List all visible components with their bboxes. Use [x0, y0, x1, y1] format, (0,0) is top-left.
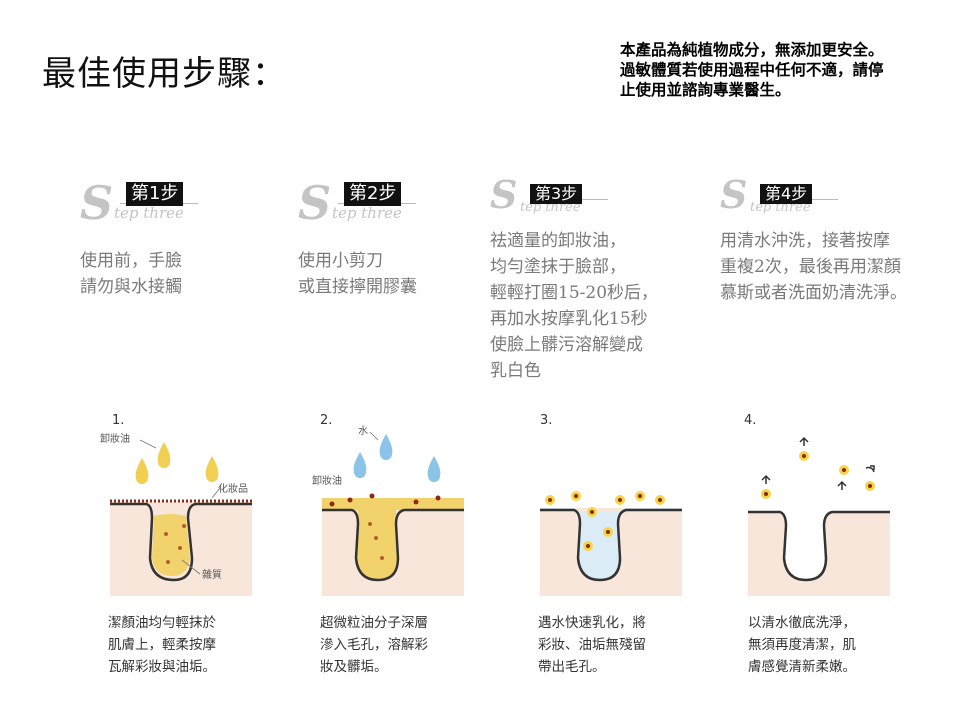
caption-line: 肌膚上，輕柔按摩 — [108, 637, 216, 653]
step-instructions: 使用前，手臉 請勿與水接觸 — [80, 248, 290, 300]
diagram-number: 3. — [540, 413, 552, 428]
oil-drop-icon — [135, 458, 149, 484]
caption-step-2: 超微粒油分子深層 滲入毛孔，溶解彩 妝及髒垢。 — [320, 612, 428, 678]
water-drop-icon — [353, 452, 367, 478]
water-drop-icon — [379, 434, 393, 460]
diagram-step-3: 3. — [530, 408, 710, 598]
caption-line: 滲入毛孔，溶解彩 — [320, 637, 428, 653]
up-arrow-icon — [761, 436, 875, 490]
oil-label: 卸妝油 — [100, 432, 130, 445]
step-1: S tep three 第1步 使用前，手臉 請勿與水接觸 — [80, 176, 290, 300]
step-4: S tep three 第4步 用清水沖洗，接著按摩 重複2次，最後再用潔顏 慕… — [720, 172, 930, 306]
caption-step-4: 以清水徹底洗淨， 無須再度清潔，肌 膚感覺清新柔嫩。 — [748, 612, 856, 678]
caption-step-3: 遇水快速乳化，將 彩妝、油垢無殘留 帶出毛孔。 — [538, 612, 646, 678]
oil-drop-icon — [157, 442, 171, 468]
step-logo-letter: S — [298, 176, 332, 230]
step-3: S tep three 第3步 祛適量的卸妝油， 均勻塗抹于臉部， 輕輕打圈15… — [490, 172, 700, 384]
diagram-step-1: 1. 卸妝油 化妝品 雜質 — [100, 408, 280, 598]
water-drop-icon — [427, 456, 441, 482]
step-instructions: 用清水沖洗，接著按摩 重複2次，最後再用潔顏 慕斯或者洗面奶清洗淨。 — [720, 228, 930, 306]
caption-line: 膚感覺清新柔嫩。 — [748, 659, 856, 675]
caption-line: 帶出毛孔。 — [538, 659, 606, 675]
caption-step-1: 潔顏油均勻輕抹於 肌膚上，輕柔按摩 瓦解彩妝與油垢。 — [108, 612, 216, 678]
caption-line: 妝及髒垢。 — [320, 659, 388, 675]
step-logo-letter: S — [490, 172, 518, 217]
instruction-line: 慕斯或者洗面奶清洗淨。 — [720, 283, 907, 303]
instruction-line: 重複2次，最後再用潔顏 — [720, 257, 901, 277]
instruction-line: 乳白色 — [490, 361, 541, 381]
step-logo-letter: S — [80, 176, 114, 230]
diagram-number: 1. — [112, 413, 124, 428]
caption-line: 以清水徹底洗淨， — [748, 615, 856, 631]
step-badge: 第2步 — [344, 182, 402, 206]
step-logo: S tep three 第3步 — [490, 172, 700, 217]
step-instructions: 祛適量的卸妝油， 均勻塗抹于臉部， 輕輕打圈15-20秒后， 再加水按摩乳化15… — [490, 228, 700, 384]
safety-notice: 本產品為純植物成分，無添加更安全。 過敏體質若使用過程中任何不適，請停 止使用並… — [620, 40, 940, 100]
instruction-line: 均勻塗抹于臉部， — [490, 257, 626, 277]
oil-drop-icon — [205, 456, 219, 482]
instruction-line: 請勿與水接觸 — [80, 277, 182, 297]
instruction-line: 輕輕打圈15-20秒后， — [490, 283, 659, 303]
step-logo: S tep three 第4步 — [720, 172, 930, 217]
step-badge: 第1步 — [126, 182, 184, 206]
instruction-line: 祛適量的卸妝油， — [490, 231, 626, 251]
instruction-line: 使用前，手臉 — [80, 251, 182, 271]
step-logo-letter: S — [720, 172, 748, 217]
step-instructions: 使用小剪刀 或直接擰開膠囊 — [298, 248, 508, 300]
caption-line: 瓦解彩妝與油垢。 — [108, 659, 216, 675]
diagram-step-4: 4. — [738, 408, 918, 598]
diagram-step-2: 2. 水 卸妝油 — [312, 408, 492, 598]
caption-line: 遇水快速乳化，將 — [538, 615, 646, 631]
cosmetic-label: 化妝品 — [218, 482, 248, 495]
caption-line: 超微粒油分子深層 — [320, 615, 428, 631]
caption-line: 彩妝、油垢無殘留 — [538, 637, 646, 653]
instruction-line: 使用小剪刀 — [298, 251, 383, 271]
notice-line: 本產品為純植物成分，無添加更安全。 — [620, 40, 884, 59]
instruction-line: 或直接擰開膠囊 — [298, 277, 417, 297]
step-logo-text: tep three — [332, 204, 402, 222]
step-2: S tep three 第2步 使用小剪刀 或直接擰開膠囊 — [298, 176, 508, 300]
notice-line: 過敏體質若使用過程中任何不適，請停 — [620, 60, 884, 79]
impurity-label: 雜質 — [202, 568, 222, 581]
step-logo: S tep three 第1步 — [80, 176, 290, 230]
step-badge: 第4步 — [760, 184, 813, 204]
step-badge: 第3步 — [530, 184, 583, 204]
caption-line: 潔顏油均勻輕抹於 — [108, 615, 216, 631]
instruction-line: 再加水按摩乳化15秒 — [490, 309, 648, 329]
oil-label: 卸妝油 — [312, 474, 342, 487]
diagram-number: 2. — [320, 413, 332, 428]
emulsion-particles — [545, 491, 665, 551]
caption-line: 無須再度清潔，肌 — [748, 637, 856, 653]
water-label: 水 — [358, 425, 368, 437]
diagram-number: 4. — [744, 413, 756, 428]
notice-line: 止使用並諮詢專業醫生。 — [620, 80, 791, 99]
page-title: 最佳使用步驟： — [42, 54, 287, 94]
instruction-line: 用清水沖洗，接著按摩 — [720, 231, 890, 251]
step-logo-text: tep three — [114, 204, 184, 222]
step-logo: S tep three 第2步 — [298, 176, 508, 230]
instruction-line: 使臉上髒污溶解變成 — [490, 335, 643, 355]
